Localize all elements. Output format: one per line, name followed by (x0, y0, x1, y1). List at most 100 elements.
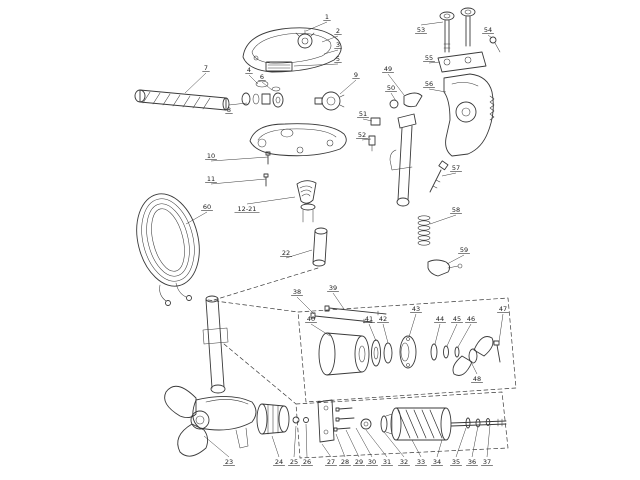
propeller-blade (164, 385, 197, 419)
leader-line-39 (332, 292, 345, 310)
housing-screws (263, 151, 271, 187)
clamp-screws (439, 7, 501, 53)
leader-line-38 (296, 296, 315, 315)
leader-line-41 (368, 323, 377, 342)
leader-line-9 (339, 79, 357, 95)
part-label-12-21: 12-21 (238, 205, 257, 213)
part-label-23: 23 (225, 458, 233, 466)
speed-knob (297, 33, 313, 49)
part-label-39: 39 (329, 284, 337, 292)
part-label-52: 52 (358, 131, 366, 139)
leader-line-2 (321, 35, 339, 43)
part-label-32: 32 (400, 458, 408, 466)
leader-line-51 (362, 118, 373, 122)
leader-line-45 (446, 323, 458, 347)
leader-line-33 (411, 439, 422, 458)
leader-line-49 (387, 73, 405, 96)
part-label-50: 50 (387, 84, 395, 92)
leader-line-43 (408, 313, 417, 338)
part-label-29: 29 (355, 458, 363, 466)
leader-line-29 (345, 429, 360, 458)
leader-line-7 (184, 72, 207, 94)
handle-couplings (241, 92, 284, 108)
part-label-11: 11 (207, 175, 215, 183)
leader-line-37 (486, 424, 491, 458)
leader-line-34 (436, 439, 443, 458)
part-label-6: 6 (260, 73, 264, 81)
part-label-31: 31 (383, 458, 391, 466)
part-label-48: 48 (473, 375, 481, 383)
leader-line-56 (428, 88, 447, 93)
leader-line-6 (261, 81, 273, 91)
part-label-30: 30 (368, 458, 376, 466)
leader-line-32 (383, 431, 405, 458)
leader-line-5 (293, 63, 339, 67)
leader-line-26 (305, 423, 308, 458)
leader-line-53 (420, 21, 444, 26)
part-label-37: 37 (483, 458, 491, 466)
part-label-22: 22 (282, 249, 290, 257)
gear-exploded-row (256, 399, 507, 443)
leader-line-57 (441, 172, 457, 177)
leader-line-27 (321, 443, 332, 458)
part-label-10: 10 (207, 152, 215, 160)
propeller-hub (190, 410, 210, 430)
leader-line-11 (210, 178, 267, 185)
leader-line-54 (487, 34, 493, 39)
part-label-7: 7 (204, 64, 208, 72)
part-label-25: 25 (290, 458, 298, 466)
leader-line-12-21 (246, 196, 296, 205)
motor-exploded-row (310, 305, 501, 376)
leader-line-60 (185, 211, 208, 225)
power-cable-coil (136, 193, 200, 306)
leader-line-44 (434, 323, 441, 345)
motor-can (318, 332, 336, 376)
part-label-56: 56 (425, 80, 433, 88)
part-label-5: 5 (336, 55, 340, 63)
leader-line-36 (471, 425, 479, 458)
part-label-3: 3 (336, 41, 340, 49)
part-label-44: 44 (436, 315, 444, 323)
leader-line-8 (228, 102, 248, 106)
part-label-59: 59 (460, 246, 468, 254)
part-label-1: 1 (325, 13, 329, 21)
part-label-60: 60 (203, 203, 211, 211)
part-label-34: 34 (433, 458, 441, 466)
leader-line-42 (382, 323, 389, 344)
part-label-35: 35 (452, 458, 460, 466)
part-label-8: 8 (227, 106, 231, 114)
release-lever (403, 92, 423, 108)
part-label-38: 38 (293, 288, 301, 296)
part-label-42: 42 (379, 315, 387, 323)
small-prop-blade (452, 355, 473, 376)
steering-column (368, 92, 423, 207)
part-label-51: 51 (359, 110, 367, 118)
leader-line-35 (455, 427, 467, 458)
leader-line-46 (457, 323, 472, 348)
construction-lines (207, 267, 517, 459)
part-label-47: 47 (499, 305, 507, 313)
part-label-36: 36 (468, 458, 476, 466)
tiller-handle (134, 89, 230, 111)
part-label-33: 33 (417, 458, 425, 466)
part-label-53: 53 (417, 26, 425, 34)
steering-knob (314, 91, 345, 111)
small-prop-hub (468, 348, 478, 364)
leader-line-40 (310, 323, 331, 337)
leader-line-48 (471, 363, 478, 375)
part-label-57: 57 (452, 164, 460, 172)
leader-line-4 (248, 74, 259, 85)
part-label-9: 9 (354, 71, 358, 79)
part-label-46: 46 (467, 315, 475, 323)
part-label-2: 2 (336, 27, 340, 35)
leader-line-10 (210, 156, 269, 162)
leader-line-47 (498, 313, 504, 343)
propeller-blade (177, 423, 209, 457)
leader-line-30 (355, 427, 373, 458)
decal-plate (265, 61, 293, 72)
leader-line-50 (390, 92, 397, 102)
part-label-4: 4 (247, 66, 251, 74)
leader-line-31 (365, 429, 388, 458)
